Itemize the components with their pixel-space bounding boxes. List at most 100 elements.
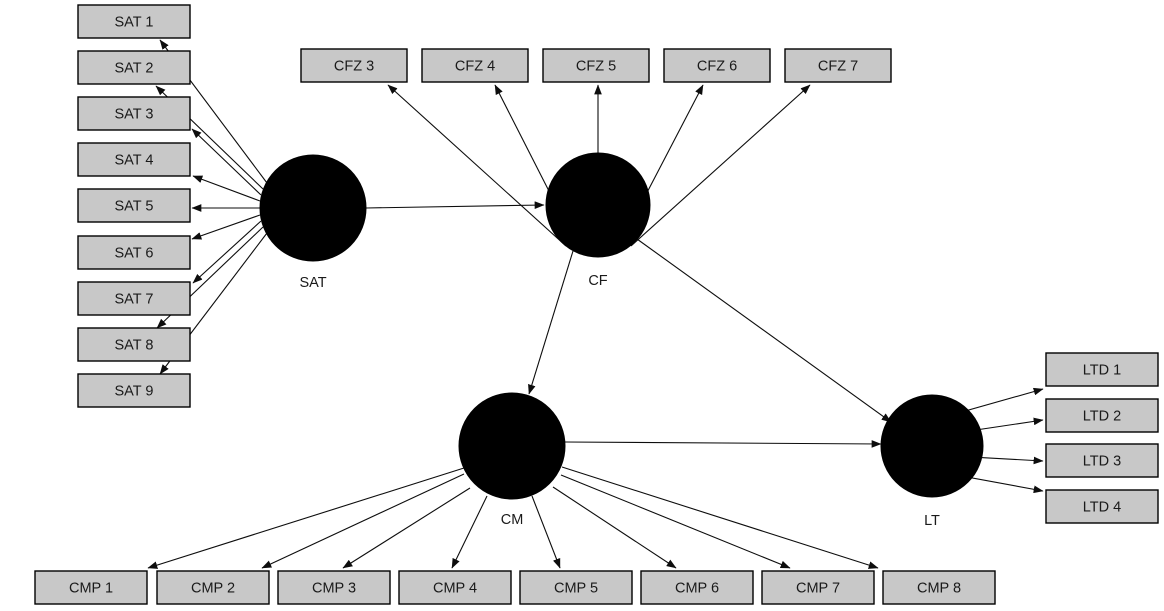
measurement-path-cm-to-cmp3 [342, 487, 471, 569]
indicator-sat2[interactable]: SAT 2 [77, 50, 191, 85]
measurement-path-sat-to-sat7 [192, 220, 262, 284]
latent-variable-sat[interactable]: SAT [259, 154, 367, 291]
latent-label-lt: LT [924, 513, 940, 529]
indicator-label-cmp5: CMP 5 [554, 580, 598, 596]
indicator-cmp2[interactable]: CMP 2 [156, 570, 270, 605]
indicator-box-sat5[interactable] [77, 188, 191, 223]
indicator-box-cmp5[interactable] [519, 570, 633, 605]
indicator-sat5[interactable]: SAT 5 [77, 188, 191, 223]
indicator-box-sat2[interactable] [77, 50, 191, 85]
indicator-box-cmp1[interactable] [34, 570, 148, 605]
indicator-cmp1[interactable]: CMP 1 [34, 570, 148, 605]
indicator-cmp3[interactable]: CMP 3 [277, 570, 391, 605]
indicator-label-cmp2: CMP 2 [191, 580, 235, 596]
structural-paths-layer [365, 201, 892, 448]
structural-path-cm-to-lt [564, 440, 882, 448]
indicator-box-cmp3[interactable] [277, 570, 391, 605]
indicator-box-cfz3[interactable] [300, 48, 408, 83]
indicator-boxes-layer: SAT 1 SAT 2 SAT 3 SAT 4 SAT 5 SAT 6 SAT 7 SAT 8… [34, 4, 1159, 605]
indicator-box-ltd3[interactable] [1045, 443, 1159, 478]
indicator-box-cmp6[interactable] [640, 570, 754, 605]
indicator-box-sat6[interactable] [77, 235, 191, 270]
indicator-cmp6[interactable]: CMP 6 [640, 570, 754, 605]
indicator-label-cmp4: CMP 4 [433, 580, 477, 596]
measurement-path-sat-to-sat6 [191, 214, 261, 240]
indicator-sat6[interactable]: SAT 6 [77, 235, 191, 270]
latent-circle-lt[interactable] [880, 394, 984, 498]
indicator-label-sat9: SAT 9 [115, 383, 154, 399]
indicator-label-cfz3: CFZ 3 [334, 58, 374, 74]
indicator-ltd1[interactable]: LTD 1 [1045, 352, 1159, 387]
indicator-ltd3[interactable]: LTD 3 [1045, 443, 1159, 478]
indicator-box-sat9[interactable] [77, 373, 191, 408]
latent-label-cf: CF [588, 273, 607, 289]
indicator-box-cmp7[interactable] [761, 570, 875, 605]
indicator-box-ltd4[interactable] [1045, 489, 1159, 524]
indicator-cfz7[interactable]: CFZ 7 [784, 48, 892, 83]
measurement-path-cm-to-cmp1 [147, 467, 465, 569]
indicator-box-cmp8[interactable] [882, 570, 996, 605]
indicator-ltd4[interactable]: LTD 4 [1045, 489, 1159, 524]
indicator-ltd2[interactable]: LTD 2 [1045, 398, 1159, 433]
indicator-box-cmp4[interactable] [398, 570, 512, 605]
indicator-label-ltd2: LTD 2 [1083, 408, 1121, 424]
indicator-label-sat7: SAT 7 [115, 291, 154, 307]
indicator-label-cfz6: CFZ 6 [697, 58, 737, 74]
indicator-sat1[interactable]: SAT 1 [77, 4, 191, 39]
latent-variable-lt[interactable]: LT [880, 394, 984, 529]
indicator-label-cmp1: CMP 1 [69, 580, 113, 596]
indicator-box-sat4[interactable] [77, 142, 191, 177]
indicator-label-sat1: SAT 1 [115, 14, 154, 30]
indicator-label-sat5: SAT 5 [115, 198, 154, 214]
indicator-label-sat6: SAT 6 [115, 245, 154, 261]
indicator-label-sat4: SAT 4 [115, 152, 154, 168]
indicator-label-cmp6: CMP 6 [675, 580, 719, 596]
indicator-label-cfz5: CFZ 5 [576, 58, 616, 74]
measurement-path-cm-to-cmp8 [561, 466, 879, 569]
indicator-box-ltd1[interactable] [1045, 352, 1159, 387]
indicator-box-ltd2[interactable] [1045, 398, 1159, 433]
structural-path-cf-to-cm [528, 250, 574, 395]
indicator-box-cfz4[interactable] [421, 48, 529, 83]
indicator-sat3[interactable]: SAT 3 [77, 96, 191, 131]
latent-circle-cm[interactable] [458, 392, 566, 500]
indicator-label-sat8: SAT 8 [115, 337, 154, 353]
indicator-label-ltd4: LTD 4 [1083, 499, 1121, 515]
indicator-cfz6[interactable]: CFZ 6 [663, 48, 771, 83]
indicator-box-cfz7[interactable] [784, 48, 892, 83]
indicator-box-cmp2[interactable] [156, 570, 270, 605]
indicator-label-cfz7: CFZ 7 [818, 58, 858, 74]
indicator-sat4[interactable]: SAT 4 [77, 142, 191, 177]
indicator-sat7[interactable]: SAT 7 [77, 281, 191, 316]
indicator-cfz5[interactable]: CFZ 5 [542, 48, 650, 83]
indicator-box-cfz6[interactable] [663, 48, 771, 83]
latent-circle-cf[interactable] [545, 152, 651, 258]
measurement-path-cm-to-cmp4 [451, 495, 488, 569]
indicator-label-cfz4: CFZ 4 [455, 58, 495, 74]
indicator-box-sat8[interactable] [77, 327, 191, 362]
indicator-cmp7[interactable]: CMP 7 [761, 570, 875, 605]
indicator-label-ltd3: LTD 3 [1083, 453, 1121, 469]
indicator-cmp8[interactable]: CMP 8 [882, 570, 996, 605]
indicator-cfz4[interactable]: CFZ 4 [421, 48, 529, 83]
measurement-path-sat-to-sat3 [191, 128, 262, 196]
latent-variable-cf[interactable]: CF [545, 152, 651, 289]
indicator-sat9[interactable]: SAT 9 [77, 373, 191, 408]
indicator-label-sat2: SAT 2 [115, 60, 154, 76]
indicator-cfz3[interactable]: CFZ 3 [300, 48, 408, 83]
indicator-label-cmp8: CMP 8 [917, 580, 961, 596]
indicator-box-sat7[interactable] [77, 281, 191, 316]
indicator-sat8[interactable]: SAT 8 [77, 327, 191, 362]
latent-variables-layer: SAT CF CM LT [259, 152, 984, 529]
indicator-cmp4[interactable]: CMP 4 [398, 570, 512, 605]
latent-variable-cm[interactable]: CM [458, 392, 566, 528]
latent-circle-sat[interactable] [259, 154, 367, 262]
indicator-box-sat3[interactable] [77, 96, 191, 131]
measurement-path-cm-to-cmp7 [560, 474, 791, 569]
indicator-cmp5[interactable]: CMP 5 [519, 570, 633, 605]
indicator-box-cfz5[interactable] [542, 48, 650, 83]
indicator-box-sat1[interactable] [77, 4, 191, 39]
indicator-label-ltd1: LTD 1 [1083, 362, 1121, 378]
measurement-path-cf-to-cfz7 [630, 84, 811, 247]
